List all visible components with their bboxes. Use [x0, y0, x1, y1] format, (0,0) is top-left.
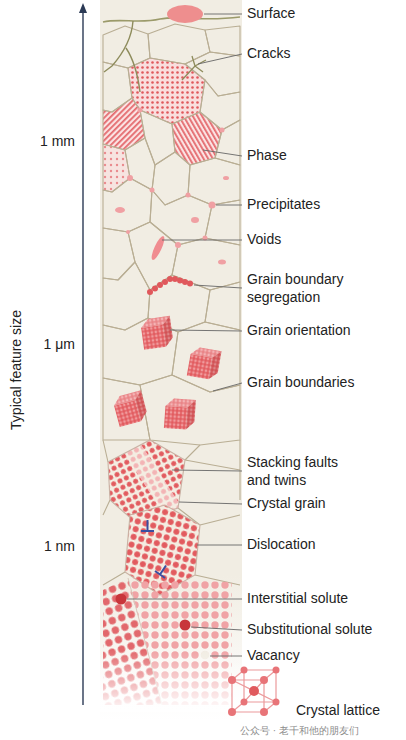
leader-lines — [127, 14, 242, 656]
callout-label: Interstitial solute — [247, 590, 348, 608]
column-ground — [100, 0, 242, 720]
unit-cell — [228, 667, 280, 717]
tick-label: 1 mm — [40, 133, 75, 151]
phase-fills — [103, 58, 222, 192]
callout-label: Substitutional solute — [247, 621, 372, 639]
size-axis — [79, 3, 87, 705]
callout-label: Grain boundary segregation — [247, 271, 359, 306]
segregation-dots — [147, 276, 193, 295]
void — [149, 235, 166, 262]
callout-label: Cracks — [247, 45, 291, 63]
callout-label: Grain boundaries — [247, 374, 354, 392]
lattice — [100, 575, 242, 712]
surface-and-cracks — [103, 5, 240, 92]
callout-label: Dislocation — [247, 536, 315, 554]
callout-label: Voids — [247, 231, 281, 249]
interstitial-atom — [116, 594, 127, 605]
callout-label: Crystal lattice — [296, 702, 380, 720]
callout-label: Crystal grain — [247, 495, 326, 513]
callout-label: Precipitates — [247, 196, 320, 214]
watermark: 公众号 · 老千和他的朋友们 — [240, 725, 359, 738]
callout-label: Stacking faults and twins — [247, 454, 359, 489]
precipitates — [115, 108, 229, 265]
tick-label: 1 nm — [44, 538, 75, 556]
tick-label: 1 μm — [44, 336, 75, 354]
orientation-cubes — [112, 316, 222, 430]
axis-title: Typical feature size — [8, 310, 26, 430]
substitutional-atom — [180, 620, 191, 631]
callout-label: Vacancy — [247, 647, 300, 665]
callout-label: Surface — [247, 5, 295, 23]
callout-label: Grain orientation — [247, 322, 351, 340]
callout-label: Phase — [247, 147, 287, 165]
grain-network — [103, 24, 240, 585]
